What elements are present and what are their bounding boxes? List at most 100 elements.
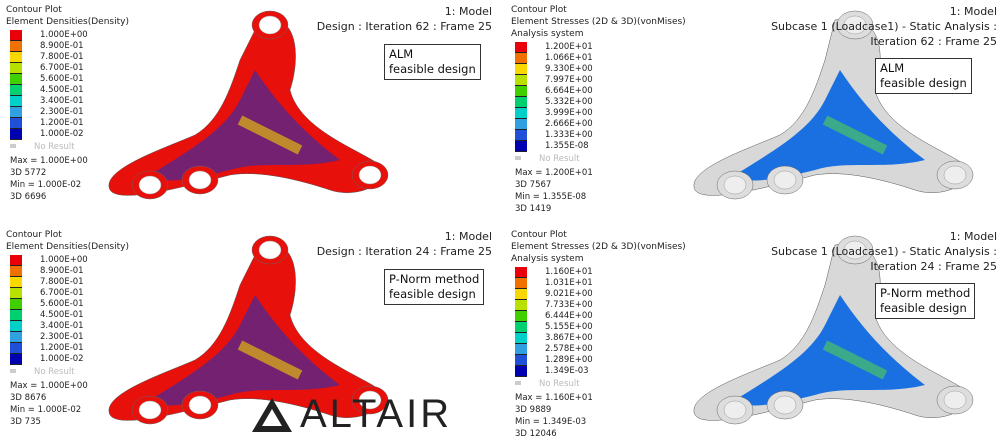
bushing-bore <box>723 175 747 195</box>
legend-value: 4.500E-01 <box>40 85 84 95</box>
legend-value: 2.300E-01 <box>40 107 84 117</box>
method-status: feasible design <box>880 301 967 315</box>
stat-min: Min = 1.349E-03 <box>515 417 587 427</box>
plot-result-type: Element Stresses (2D & 3D)(vonMises) <box>511 17 686 27</box>
legend-swatch <box>10 332 22 343</box>
legend-value: 2.666E+00 <box>545 119 593 129</box>
legend-value: 7.733E+00 <box>545 300 593 310</box>
stat-max: Max = 1.000E+00 <box>10 381 88 391</box>
plot-result-type: Element Densities(Density) <box>6 17 129 27</box>
legend-swatch <box>515 267 527 278</box>
method-name: ALM <box>389 47 414 61</box>
legend-swatch <box>10 85 22 96</box>
model-label: 1: Model <box>444 230 492 243</box>
model-view[interactable] <box>505 225 1000 444</box>
bushing-bore <box>943 165 967 185</box>
legend-value: 7.800E-01 <box>40 52 84 62</box>
legend-swatch <box>515 333 527 344</box>
method-name: ALM <box>880 61 905 75</box>
legend-swatch <box>10 96 22 107</box>
method-status: feasible design <box>880 76 967 90</box>
legend-value: 8.900E-01 <box>40 266 84 276</box>
legend-swatch <box>515 366 527 377</box>
iteration-label: Subcase 1 (Loadcase1) - Static Analysis … <box>771 20 997 48</box>
stat-max-el: 3D 8676 <box>10 393 47 403</box>
bushing-bore <box>773 170 797 190</box>
legend-value: 1.333E+00 <box>545 130 593 140</box>
legend-value: 1.289E+00 <box>545 355 593 365</box>
legend-value: 1.031E+01 <box>545 278 593 288</box>
legend-swatch <box>10 299 22 310</box>
legend-value: 1.200E-01 <box>40 118 84 128</box>
legend-swatch <box>515 42 527 53</box>
legend-value: 5.600E-01 <box>40 74 84 84</box>
legend-value: 4.500E-01 <box>40 310 84 320</box>
part-stress-band <box>822 115 888 155</box>
bushing-bore <box>138 175 162 195</box>
legend-swatch <box>10 255 22 266</box>
legend-value: 6.444E+00 <box>545 311 593 321</box>
legend-value: 6.700E-01 <box>40 288 84 298</box>
legend-swatch <box>515 130 527 141</box>
legend-swatch <box>515 289 527 300</box>
legend-value: 3.400E-01 <box>40 96 84 106</box>
legend-value: 1.066E+01 <box>545 53 593 63</box>
legend-swatch <box>10 277 22 288</box>
no-result-label: No Result <box>515 379 593 390</box>
legend-swatch <box>10 129 22 140</box>
model-view[interactable] <box>0 225 500 444</box>
iteration-label: Subcase 1 (Loadcase1) - Static Analysis … <box>771 245 997 273</box>
stat-min: Min = 1.355E-08 <box>515 192 587 202</box>
legend-swatch <box>515 86 527 97</box>
legend-swatch <box>515 75 527 86</box>
legend-swatch <box>10 30 22 41</box>
legend-swatch <box>515 97 527 108</box>
stat-min-el: 3D 1419 <box>515 204 552 214</box>
legend-value: 2.300E-01 <box>40 332 84 342</box>
legend-swatch <box>515 53 527 64</box>
method-status: feasible design <box>389 62 476 76</box>
legend-swatch <box>10 107 22 118</box>
no-result-label: No Result <box>515 154 593 165</box>
legend-swatch <box>10 118 22 129</box>
legend-value: 6.664E+00 <box>545 86 593 96</box>
no-result-label: No Result <box>10 142 88 153</box>
legend-value: 2.578E+00 <box>545 344 593 354</box>
no-result-label: No Result <box>10 367 88 378</box>
stat-min-el: 3D 6696 <box>10 192 47 202</box>
legend-swatch <box>515 344 527 355</box>
model-view[interactable] <box>0 0 500 219</box>
legend-value: 7.800E-01 <box>40 277 84 287</box>
legend-swatch <box>515 141 527 152</box>
legend-value: 1.200E+01 <box>545 42 593 52</box>
iteration-label: Design : Iteration 24 : Frame 25 <box>316 245 492 258</box>
model-view[interactable] <box>505 0 1000 219</box>
legend-swatch <box>515 300 527 311</box>
method-name: P-Norm method <box>880 286 971 300</box>
legend-value: 3.867E+00 <box>545 333 593 343</box>
part-stress-band <box>237 340 303 380</box>
iteration-label: Design : Iteration 62 : Frame 25 <box>316 20 492 33</box>
legend-value: 9.021E+00 <box>545 289 593 299</box>
bushing-bore <box>943 390 967 410</box>
bushing-bore <box>138 400 162 420</box>
legend-value: 5.600E-01 <box>40 299 84 309</box>
method-status: feasible design <box>389 287 476 301</box>
legend-swatch <box>10 321 22 332</box>
stat-max-el: 3D 9889 <box>515 405 552 415</box>
